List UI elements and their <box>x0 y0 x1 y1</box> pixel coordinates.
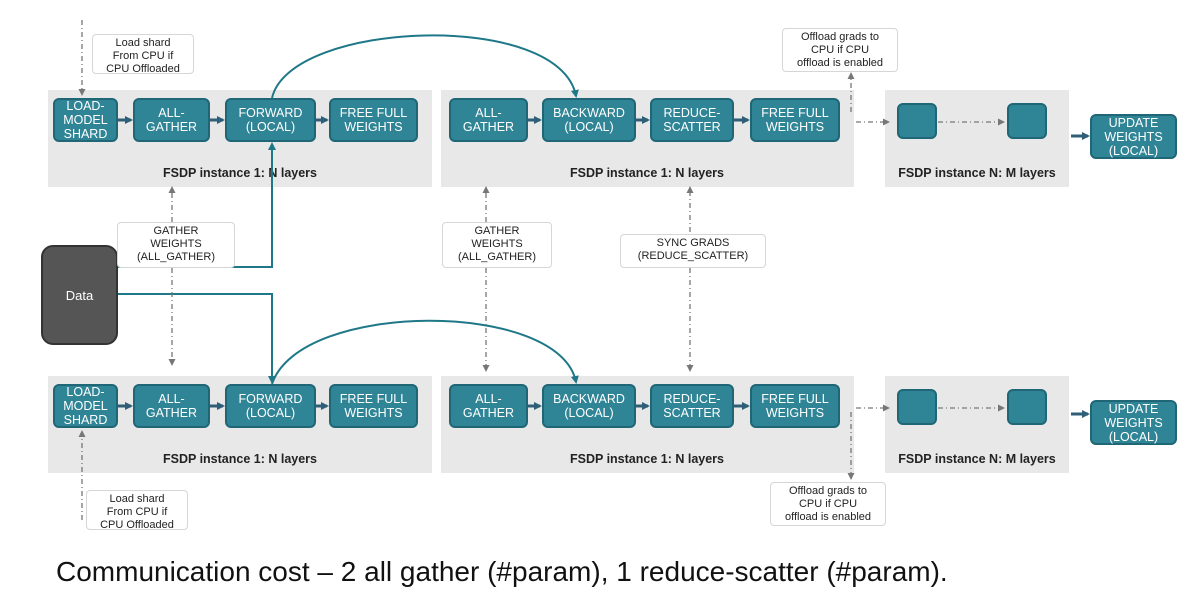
row2-free-full-weights-2-box: FREE FULL WEIGHTS <box>750 384 840 428</box>
offload-bottom-note: Offload grads to CPU if CPU offload is e… <box>770 482 886 526</box>
row2-all-gather-2-box: ALL- GATHER <box>449 384 528 428</box>
row1-all-gather-box: ALL- GATHER <box>133 98 210 142</box>
gather-weights-left-note: GATHER WEIGHTS (ALL_GATHER) <box>117 222 235 268</box>
row1-group1-label: FSDP instance 1: N layers <box>162 166 317 180</box>
row1-backward-box: BACKWARD (LOCAL) <box>542 98 636 142</box>
data-box: Data <box>41 245 118 345</box>
row1-all-gather-2-box: ALL- GATHER <box>449 98 528 142</box>
row1-instance-n-box-b <box>1007 103 1047 139</box>
row2-forward-box: FORWARD (LOCAL) <box>225 384 316 428</box>
row2-update-weights-box: UPDATE WEIGHTS (LOCAL) <box>1090 400 1177 445</box>
row1-free-full-weights-2-box: FREE FULL WEIGHTS <box>750 98 840 142</box>
row2-instance-n-box-a <box>897 389 937 425</box>
row1-group3-label: FSDP instance N: M layers <box>898 166 1056 180</box>
row2-group1-label: FSDP instance 1: N layers <box>162 452 317 466</box>
row2-reduce-scatter-box: REDUCE- SCATTER <box>650 384 734 428</box>
offload-top-note: Offload grads to CPU if CPU offload is e… <box>782 28 898 72</box>
sync-grads-note: SYNC GRADS (REDUCE_SCATTER) <box>620 234 766 268</box>
communication-cost-caption: Communication cost – 2 all gather (#para… <box>56 556 948 587</box>
row2-forward-backward-curve <box>271 319 579 385</box>
load-shard-top-note: Load shard From CPU if CPU Offloaded <box>92 34 194 75</box>
row1-reduce-scatter-box: REDUCE- SCATTER <box>650 98 734 142</box>
row1-update-weights-box: UPDATE WEIGHTS (LOCAL) <box>1090 114 1177 159</box>
row1-free-full-weights-box: FREE FULL WEIGHTS <box>329 98 418 142</box>
row1-forward-backward-curve <box>271 34 579 99</box>
row2-load-model-shard-box: LOAD- MODEL SHARD <box>53 384 118 428</box>
row2-free-full-weights-box: FREE FULL WEIGHTS <box>329 384 418 428</box>
row1-instance-n-box-a <box>897 103 937 139</box>
row2-backward-box: BACKWARD (LOCAL) <box>542 384 636 428</box>
row1-forward-box: FORWARD (LOCAL) <box>225 98 316 142</box>
data-to-row2-forward-line <box>117 293 276 384</box>
row2-group3-label: FSDP instance N: M layers <box>898 452 1056 466</box>
gather-weights-mid-note: GATHER WEIGHTS (ALL_GATHER) <box>442 222 552 268</box>
row2-all-gather-box: ALL- GATHER <box>133 384 210 428</box>
row1-load-model-shard-box: LOAD- MODEL SHARD <box>53 98 118 142</box>
row2-instance-n-box-b <box>1007 389 1047 425</box>
row1-group2-label: FSDP instance 1: N layers <box>569 166 724 180</box>
load-shard-bottom-note: Load shard From CPU if CPU Offloaded <box>86 490 188 531</box>
row2-group2-label: FSDP instance 1: N layers <box>569 452 724 466</box>
